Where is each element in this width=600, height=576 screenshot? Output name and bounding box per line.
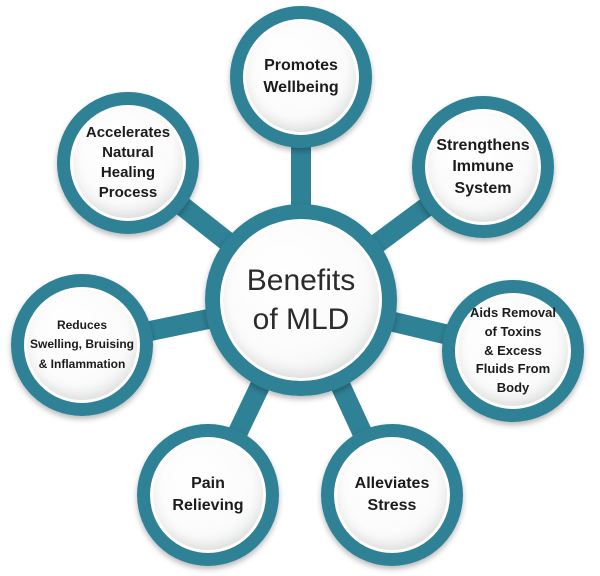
center-label: Benefits of MLD: [246, 264, 356, 336]
benefit-label: Reduces Swelling, Bruising & Inflammatio…: [29, 318, 134, 371]
benefit-node-swelling: Reduces Swelling, Bruising & Inflammatio…: [11, 274, 153, 416]
benefit-node-healing: Accelerates Natural Healing Process: [57, 92, 199, 234]
benefit-node-stress: Alleviates Stress: [321, 424, 463, 566]
benefit-node-wellbeing: Promotes Wellbeing: [230, 6, 372, 148]
benefit-label: Accelerates Natural Healing Process: [85, 123, 171, 202]
benefit-node-immune: Strengthens Immune System: [412, 96, 554, 238]
center-node: Benefits of MLD: [205, 204, 397, 396]
benefit-label: Pain Relieving: [172, 475, 244, 514]
benefit-node-pain: Pain Relieving: [137, 424, 279, 566]
benefit-label: Aids Removal of Toxins & Excess Fluids F…: [470, 304, 556, 396]
benefit-label: Promotes Wellbeing: [263, 57, 339, 96]
benefit-node-toxins: Aids Removal of Toxins & Excess Fluids F…: [442, 280, 584, 422]
benefit-label: Alleviates Stress: [354, 475, 430, 514]
benefit-label: Strengthens Immune System: [436, 136, 530, 197]
